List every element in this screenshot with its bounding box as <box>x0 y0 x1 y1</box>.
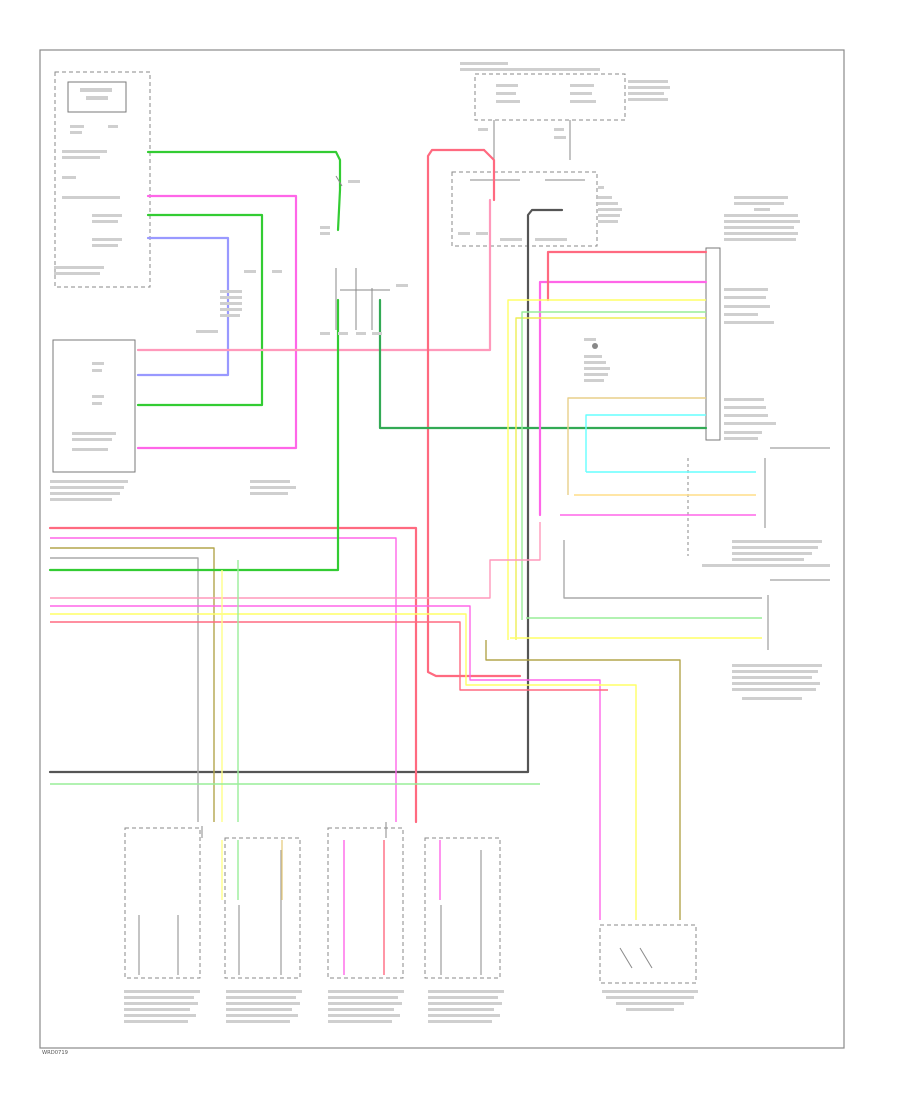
wire-green-bundle <box>48 298 340 572</box>
right-front-sensor-boundary <box>124 827 201 979</box>
wire-pink-bundle-2 <box>50 605 601 920</box>
passenger-presence-module <box>50 339 296 501</box>
wire-yellow-2 <box>515 317 706 640</box>
wire-tan-1 <box>567 397 706 495</box>
wire-red-fuse <box>482 148 496 202</box>
wire-gray-right <box>563 540 762 599</box>
wire-lightred-bundle-2 <box>50 522 541 599</box>
wire-blue-left <box>136 236 230 377</box>
lower-components <box>124 822 698 1023</box>
wire-red-bundle-2 <box>50 621 608 691</box>
diagram-frame <box>39 49 845 1049</box>
wire-pink-bundle <box>50 537 397 822</box>
left-front-sensor-boundary <box>327 827 404 979</box>
wire-lightred-center <box>136 198 492 352</box>
wire-pink-left <box>136 194 298 450</box>
right-seat-sensors <box>687 447 830 700</box>
left-roof-module-boundary <box>424 837 501 979</box>
wire-red-vertical <box>426 148 522 678</box>
wire-cyan-module <box>585 414 706 472</box>
center-indicator-area <box>584 338 610 382</box>
wire-red-bundle-1 <box>48 526 418 824</box>
wire-pink-right <box>538 280 708 517</box>
fuse-block-boundary <box>474 73 626 121</box>
wire-yellow-1 <box>507 299 706 640</box>
wire-green-long <box>378 298 708 430</box>
module-connector-strip <box>705 247 721 441</box>
wire-green-top <box>146 150 342 232</box>
switch-cluster <box>196 175 408 335</box>
steering-wheel-module-boundary <box>599 924 697 984</box>
wire-red-module <box>546 250 708 302</box>
passenger-module-box <box>52 339 136 473</box>
restraint-sensing-module <box>705 196 800 441</box>
wires <box>48 148 762 920</box>
wire-green-mid <box>136 213 264 407</box>
splice-pack-boundary <box>451 171 598 247</box>
fuse-block <box>451 62 670 247</box>
instrument-cluster-boundary <box>54 71 151 288</box>
wire-green-light-1 <box>521 311 706 620</box>
wire-yellow-bundle-2 <box>50 613 637 920</box>
wire-gray-bundle <box>50 557 199 822</box>
instrument-cluster-area <box>54 71 151 288</box>
wire-olive-right <box>485 640 681 920</box>
wire-gray-vertical <box>48 208 564 774</box>
page-code: WRD0719 <box>42 1050 68 1056</box>
wire-olive-bundle <box>50 547 215 822</box>
right-roof-module-boundary <box>224 837 301 979</box>
